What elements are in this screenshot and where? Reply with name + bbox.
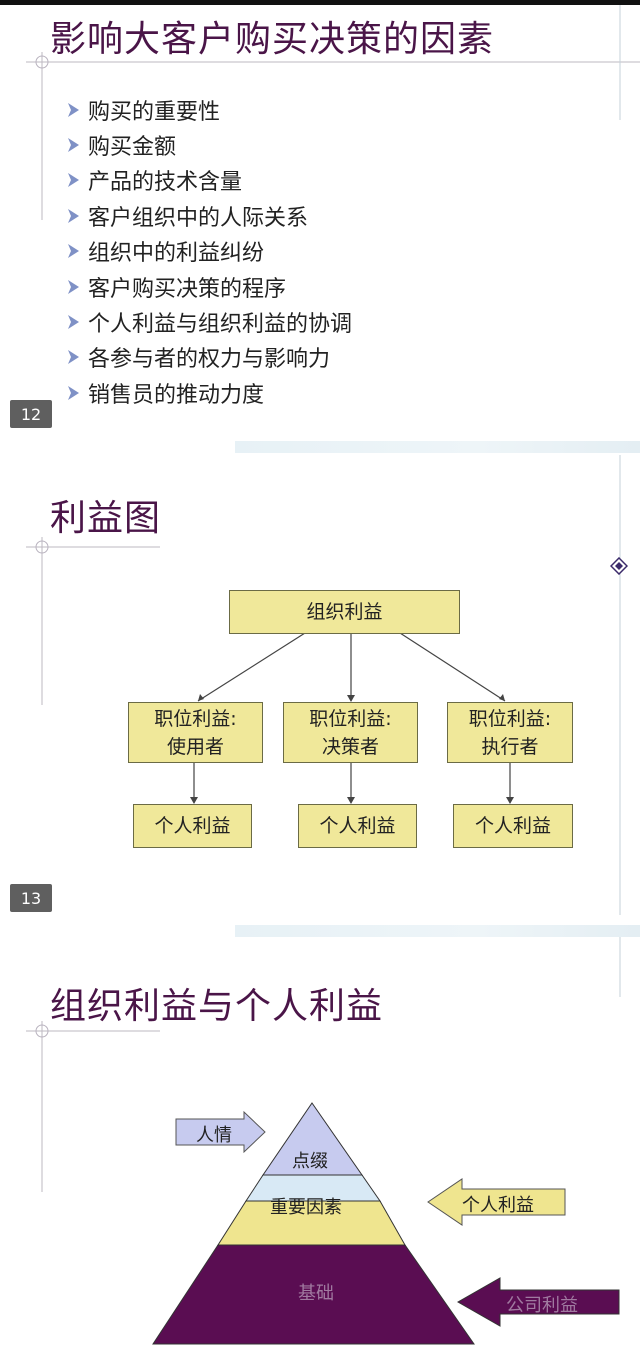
slide-divider-band — [235, 441, 640, 453]
slide-decoration — [26, 937, 621, 1192]
list-item-text: 客户组织中的人际关系 — [88, 205, 309, 231]
slide-title: 影响大客户购买决策的因素 — [50, 19, 495, 60]
renqing-arrow — [175, 1110, 266, 1154]
pyramid-base-tier — [152, 1244, 475, 1345]
slide-12: 影响大客户购买决策的因素 购买的重要性 购买金额 产品的技术含量 客户组织中的人… — [0, 0, 640, 460]
list-item: 各参与者的权力与影响力 — [66, 340, 352, 375]
chevron-right-icon — [68, 279, 79, 294]
list-item: 产品的技术含量 — [66, 163, 352, 198]
list-item-text: 产品的技术含量 — [88, 170, 243, 196]
position-role: 执行者 — [481, 735, 539, 758]
pyramid-diagram — [152, 1102, 620, 1345]
personal-interest-box: 个人利益 — [298, 804, 417, 848]
list-item-text: 销售员的推动力度 — [88, 382, 265, 408]
list-item-text: 组织中的利益纠纷 — [88, 241, 265, 267]
pyramid-top-label: 点缀 — [292, 1151, 328, 1172]
top-status-bar — [0, 0, 640, 5]
chevron-right-icon — [68, 138, 79, 153]
list-item-text: 客户购买决策的程序 — [88, 276, 287, 302]
list-item-text: 个人利益与组织利益的协调 — [88, 312, 353, 338]
list-item: 购买金额 — [66, 127, 352, 162]
company-interest-label: 公司利益 — [506, 1295, 578, 1316]
diamond-icon — [610, 557, 628, 575]
renqing-label: 人情 — [196, 1125, 232, 1146]
list-item: 客户购买决策的程序 — [66, 269, 352, 304]
slide-title: 利益图 — [50, 498, 162, 539]
list-item-text: 各参与者的权力与影响力 — [88, 347, 331, 373]
position-role: 使用者 — [166, 735, 224, 758]
personal-interest-box: 个人利益 — [453, 804, 573, 848]
list-item-text: 购买金额 — [88, 135, 177, 161]
slide-13: 利益图 组织利益 职位利益: 使用者 职位利益: 决策者 职位利益: 执行者 个… — [0, 455, 640, 915]
personal-interest-arrow — [427, 1178, 566, 1226]
pyramid-base-label: 基础 — [298, 1283, 334, 1304]
position-role: 决策者 — [321, 735, 379, 758]
chevron-right-icon — [68, 315, 79, 330]
chevron-right-icon — [68, 350, 79, 365]
slide-title: 组织利益与个人利益 — [50, 986, 384, 1027]
slide-decoration — [26, 5, 640, 220]
list-item: 购买的重要性 — [66, 92, 352, 127]
list-item: 客户组织中的人际关系 — [66, 198, 352, 233]
position-interest-box-decider: 职位利益: 决策者 — [283, 702, 418, 763]
chevron-right-icon — [68, 208, 79, 223]
slide-divider-band — [235, 925, 640, 937]
position-label: 职位利益: — [468, 707, 552, 730]
chevron-right-icon — [68, 173, 79, 188]
position-label: 职位利益: — [154, 707, 237, 730]
list-item: 个人利益与组织利益的协调 — [66, 304, 352, 339]
position-interest-box-executor: 职位利益: 执行者 — [447, 702, 573, 763]
chevron-right-icon — [68, 244, 79, 259]
chevron-right-icon — [68, 385, 79, 400]
personal-interest-label: 个人利益 — [462, 1195, 534, 1216]
factor-list: 购买的重要性 购买金额 产品的技术含量 客户组织中的人际关系 组织中的利益纠纷 … — [66, 92, 352, 411]
position-interest-box-user: 职位利益: 使用者 — [128, 702, 263, 763]
personal-interest-box: 个人利益 — [133, 804, 252, 848]
chevron-right-icon — [68, 102, 79, 117]
list-item: 组织中的利益纠纷 — [66, 234, 352, 269]
org-interest-box: 组织利益 — [229, 590, 460, 634]
slide-decoration — [26, 455, 621, 915]
list-item-text: 购买的重要性 — [88, 99, 221, 125]
slide-14: 组织利益与个人利益 点缀 重要因素 基础 人情 个人利益 公司利益 — [0, 937, 640, 1370]
page-number-badge: 12 — [10, 400, 52, 428]
page-number-badge: 13 — [10, 884, 52, 912]
list-item: 销售员的推动力度 — [66, 375, 352, 410]
company-interest-arrow — [456, 1277, 620, 1327]
position-label: 职位利益: — [309, 707, 392, 730]
pyramid-middle-label: 重要因素 — [270, 1197, 342, 1218]
